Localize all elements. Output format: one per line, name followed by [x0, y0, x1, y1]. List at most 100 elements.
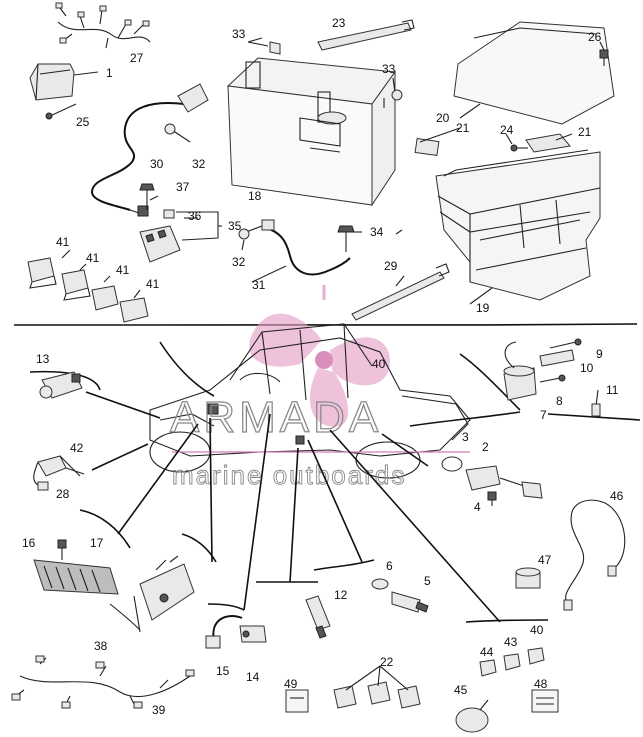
callout-46: 46 [610, 489, 624, 503]
battery-box-19 [435, 149, 601, 301]
callout-29: 29 [384, 259, 398, 273]
callout-11: 11 [606, 383, 619, 397]
screw-25 [45, 103, 77, 120]
relay-41a [27, 257, 57, 289]
regulator-16 [33, 559, 119, 595]
callout-42: 42 [70, 441, 84, 455]
callout-25: 25 [76, 115, 90, 129]
callout-26: 26 [588, 30, 602, 44]
battery-strap-23 [317, 19, 415, 51]
callout-17: 17 [90, 536, 104, 550]
callout-39: 39 [152, 703, 166, 717]
callout-37: 37 [176, 180, 190, 194]
bolt-9 [549, 338, 582, 349]
sensor-13 [39, 371, 83, 399]
callout-9: 9 [596, 347, 603, 361]
callout-30: 30 [150, 157, 164, 171]
callout-41d: 41 [146, 277, 160, 291]
sensor-14 [239, 625, 267, 643]
callout-20: 20 [436, 111, 450, 125]
callout-32a: 32 [192, 157, 206, 171]
section-dividers-bottom [29, 341, 641, 623]
callout-21a: 21 [456, 121, 470, 135]
callout-32b: 32 [232, 255, 246, 269]
callout-48: 48 [534, 677, 548, 691]
battery-box-cover-20 [453, 21, 615, 125]
main-switch-38 [109, 555, 195, 633]
callout-15: 15 [216, 664, 230, 678]
callout-3: 3 [462, 430, 469, 444]
callout-5: 5 [424, 574, 431, 588]
callout-1: 1 [106, 66, 113, 80]
relay-41d [119, 297, 149, 323]
callout-12: 12 [334, 588, 348, 602]
callout-7: 7 [540, 408, 547, 422]
fuse-44 [479, 659, 497, 677]
callout-labels: 1 2 3 4 5 6 7 8 9 10 11 12 13 14 15 16 1… [22, 16, 624, 717]
callout-28: 28 [56, 487, 70, 501]
callout-19: 19 [476, 301, 490, 315]
sensor-15 [205, 615, 243, 649]
bolt-33b [391, 77, 403, 101]
callout-43: 43 [504, 635, 518, 649]
battery-18 [226, 57, 396, 207]
utv-vehicle [149, 323, 471, 479]
plug-5 [391, 591, 429, 613]
relay-41c [91, 285, 119, 311]
spark-plug-12 [305, 595, 331, 639]
callout-6: 6 [386, 559, 393, 573]
wire-harness-39 [11, 655, 195, 709]
callout-14: 14 [246, 670, 260, 684]
disc-45 [455, 699, 489, 733]
bolt-37 [139, 183, 155, 210]
callout-36: 36 [188, 209, 202, 223]
callout-38: 38 [94, 639, 108, 653]
bolt-32a [164, 123, 191, 143]
callout-33a: 33 [232, 27, 246, 41]
ignition-coil-7 [503, 341, 537, 401]
callout-leaders [61, 37, 605, 305]
callout-16: 16 [22, 536, 36, 550]
callout-24: 24 [500, 123, 514, 137]
starter-relay-35 [139, 209, 219, 263]
fuse-40b [527, 647, 545, 665]
callout-41b: 41 [86, 251, 100, 265]
screw-24 [510, 144, 528, 152]
callout-22: 22 [380, 655, 394, 669]
callout-47: 47 [538, 553, 552, 567]
callout-8: 8 [556, 394, 563, 408]
sensor-47 [515, 567, 541, 589]
ring-3 [441, 456, 463, 472]
bolt-32b [238, 225, 263, 240]
callout-44: 44 [480, 645, 494, 659]
callout-40a: 40 [372, 357, 386, 371]
callout-31: 31 [252, 278, 266, 292]
wire-harness-27 [55, 2, 151, 49]
watermark-brand: ARMADA [170, 393, 382, 442]
callout-34: 34 [370, 225, 384, 239]
fuse-43 [503, 653, 521, 671]
callout-40b: 40 [530, 623, 544, 637]
ecu-unit-1 [29, 63, 99, 101]
box-48 [531, 689, 559, 713]
callout-41a: 41 [56, 235, 70, 249]
watermark-tagline: marine outboards [172, 460, 406, 490]
callout-13: 13 [36, 352, 50, 366]
callout-27: 27 [130, 51, 144, 65]
bolt-33a [247, 41, 281, 55]
screw-4 [487, 491, 497, 506]
bolt-8 [539, 374, 566, 383]
callout-33b: 33 [382, 62, 396, 76]
callout-41c: 41 [116, 263, 130, 277]
callout-35: 35 [228, 219, 242, 233]
callout-21b: 21 [578, 125, 592, 139]
sensor-28 [33, 455, 81, 491]
couplers-22 [333, 665, 421, 709]
throttle-sensor-2 [465, 465, 543, 499]
cap-11 [591, 389, 601, 417]
callout-23: 23 [332, 16, 346, 30]
callout-10: 10 [580, 361, 594, 375]
callout-2: 2 [482, 440, 489, 454]
wire-42 [65, 467, 85, 475]
